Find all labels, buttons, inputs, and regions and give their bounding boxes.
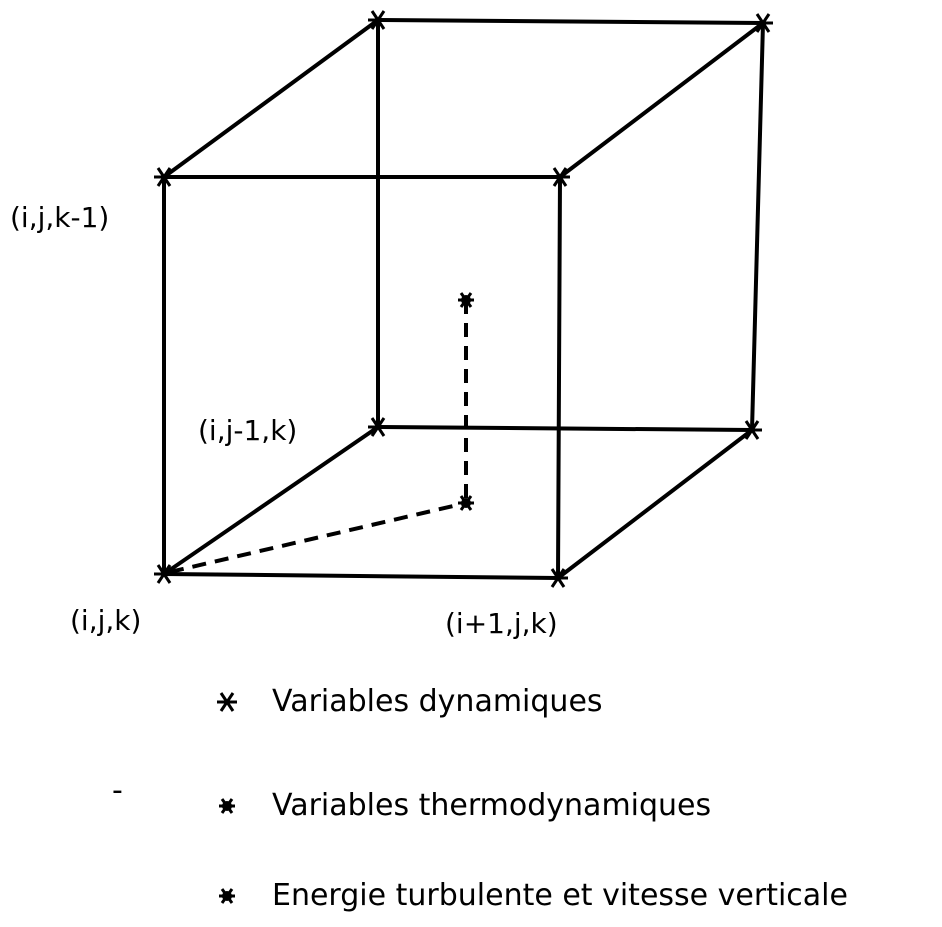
edge-back-bottom xyxy=(376,425,754,432)
edge-top-right-depth xyxy=(558,21,765,179)
legend-asterisk-icon xyxy=(215,691,239,713)
stray-mark: - xyxy=(112,773,123,808)
edge-front-right xyxy=(556,175,562,580)
legend-filled-star-icon xyxy=(217,797,237,815)
label-i-j-km1: (i,j,k-1) xyxy=(10,201,109,234)
legend-item-thermodynamic: Variables thermodynamiques xyxy=(272,788,711,823)
dashed-diagonal-line xyxy=(169,501,467,574)
legend-item-turbulent-energy: Energie turbulente et vitesse verticale xyxy=(272,878,848,913)
edge-bottom-right-depth xyxy=(556,428,754,580)
edge-bottom-left-depth xyxy=(162,425,380,576)
edge-front-bottom xyxy=(162,572,560,580)
filled-marker-center xyxy=(456,494,476,512)
label-ip1-j-k: (i+1,j,k) xyxy=(445,607,558,640)
edge-back-right xyxy=(750,21,765,432)
edge-back-top xyxy=(376,18,765,25)
label-i-j-k: (i,j,k) xyxy=(70,604,141,637)
label-i-jm1-k: (i,j-1,k) xyxy=(198,414,297,447)
edge-top-left-depth xyxy=(162,18,380,179)
filled-marker-top xyxy=(456,291,476,309)
legend-item-dynamic: Variables dynamiques xyxy=(272,684,603,719)
legend-filled-star-icon xyxy=(217,887,237,905)
